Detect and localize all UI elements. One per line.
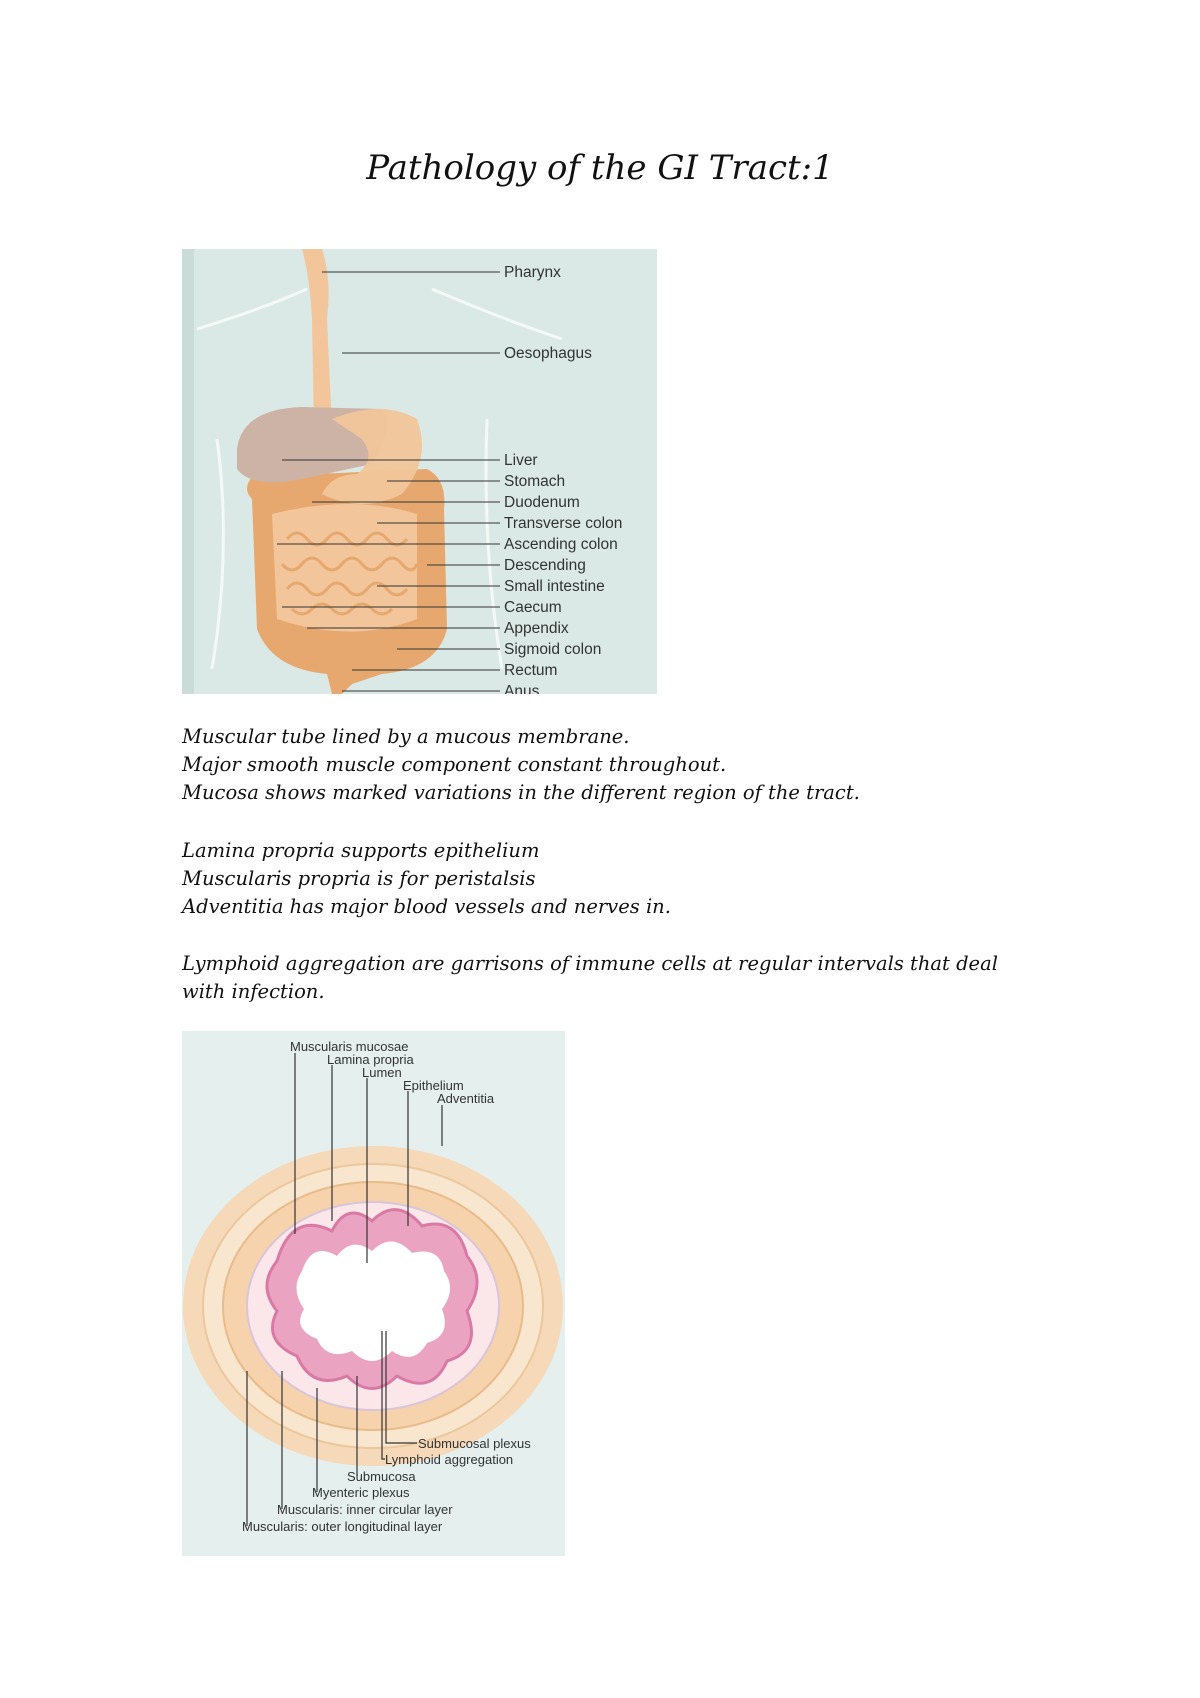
text-line: Major smooth muscle component constant t… — [182, 753, 727, 776]
text-line: Adventitia has major blood vessels and n… — [182, 895, 671, 918]
label-liver: Liver — [504, 452, 538, 469]
label-caecum: Caecum — [504, 599, 562, 616]
text-line: Muscularis propria is for peristalsis — [182, 867, 536, 890]
paragraph-block-lymphoid: Lymphoid aggregation are garrisons of im… — [182, 950, 1042, 1006]
text-line: Muscular tube lined by a mucous membrane… — [182, 725, 630, 748]
gut-cross-section-diagram: Muscularis mucosae Lamina propria Lumen … — [182, 1031, 565, 1556]
text-line: Lymphoid aggregation are garrisons of im… — [182, 952, 998, 1003]
label-oesophagus: Oesophagus — [504, 345, 592, 362]
label-appendix: Appendix — [504, 620, 569, 637]
text-line: Lamina propria supports epithelium — [182, 839, 540, 862]
label-transverse-colon: Transverse colon — [504, 515, 622, 532]
label-ascending-colon: Ascending colon — [504, 536, 618, 553]
label-descending: Descending — [504, 557, 586, 574]
label-muscularis-outer: Muscularis: outer longitudinal layer — [242, 1519, 443, 1534]
label-lamina-propria: Lamina propria — [327, 1052, 414, 1067]
label-anus: Anus — [504, 683, 540, 694]
label-muscularis-inner: Muscularis: inner circular layer — [277, 1502, 453, 1517]
paragraph-block-structure: Muscular tube lined by a mucous membrane… — [182, 723, 1042, 807]
text-line: Mucosa shows marked variations in the di… — [182, 781, 860, 804]
label-duodenum: Duodenum — [504, 494, 580, 511]
label-submucosal-plexus: Submucosal plexus — [418, 1436, 531, 1451]
label-epithelium: Epithelium — [403, 1078, 464, 1093]
page-title: Pathology of the GI Tract:1 — [366, 148, 834, 188]
label-stomach: Stomach — [504, 473, 565, 490]
label-submucosa: Submucosa — [347, 1469, 416, 1484]
label-small-intestine: Small intestine — [504, 578, 605, 595]
label-lumen: Lumen — [362, 1065, 402, 1080]
label-lymphoid-aggregation: Lymphoid aggregation — [385, 1452, 513, 1467]
label-rectum: Rectum — [504, 662, 557, 679]
label-sigmoid-colon: Sigmoid colon — [504, 641, 601, 658]
gi-tract-diagram: Pharynx Oesophagus Liver Stomach Duodenu… — [182, 249, 657, 694]
label-pharynx: Pharynx — [504, 264, 561, 281]
label-muscularis-mucosae: Muscularis mucosae — [290, 1039, 409, 1054]
paragraph-block-layers: Lamina propria supports epithelium Muscu… — [182, 837, 1042, 921]
label-myenteric-plexus: Myenteric plexus — [312, 1485, 410, 1500]
label-adventitia: Adventitia — [437, 1091, 495, 1106]
